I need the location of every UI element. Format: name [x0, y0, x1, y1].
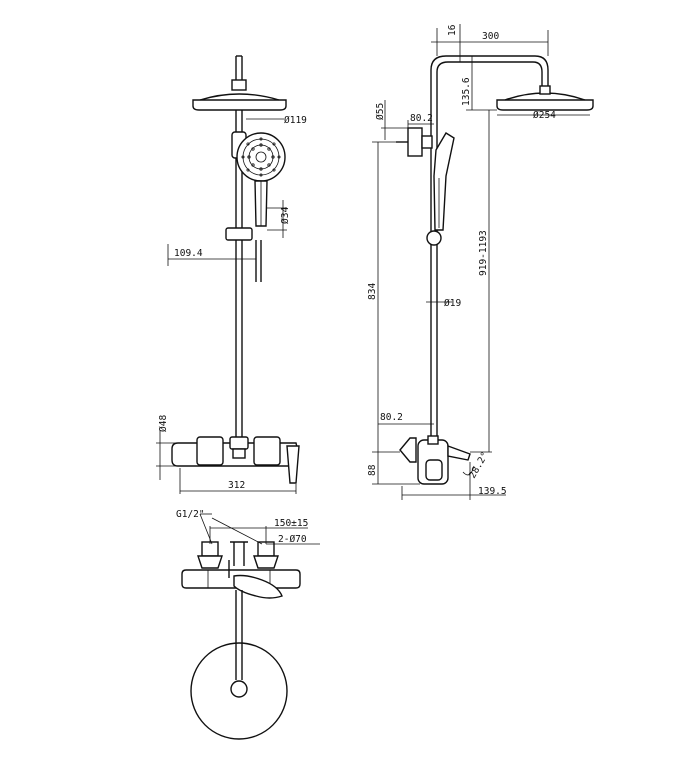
dim-side-w80-2-top: 80.2	[410, 113, 433, 124]
side-overhead-arm	[430, 55, 549, 440]
top-dimensions: G1/2" 150±15 2-Ø70	[176, 509, 320, 545]
top-overhead-shower-center	[230, 680, 248, 698]
front-top-fitting	[231, 55, 247, 91]
side-hand-shower	[433, 132, 455, 231]
dim-side-16: 16	[447, 24, 458, 36]
side-dimensions: 16 300 135.6 Ø55 80.2 Ø254 834	[367, 24, 590, 500]
front-dimensions: Ø119 Ø34 109.4 Ø48 312	[156, 115, 307, 494]
dim-top-d70: 2-Ø70	[278, 534, 307, 545]
dim-front-w109-4: 109.4	[174, 248, 203, 259]
front-hand-shower-head	[236, 132, 286, 182]
top-wall-connections	[197, 541, 279, 569]
front-overhead-shower-head	[192, 93, 287, 111]
dim-front-d34: Ø34	[280, 207, 291, 224]
dim-top-thread: G1/2"	[176, 509, 205, 520]
dim-side-h919-1193: 919-1193	[478, 230, 489, 276]
front-hand-shower-handle	[254, 180, 268, 227]
front-slide-bracket	[225, 227, 253, 241]
top-overhead-shower-disk	[190, 642, 288, 740]
dim-top-w150: 150±15	[274, 518, 308, 529]
top-riser-pipe	[235, 590, 243, 680]
dim-side-d19: Ø19	[444, 298, 461, 309]
top-mixer-body	[181, 560, 301, 599]
dim-side-a28-2: 28.2°	[467, 450, 491, 480]
dim-front-d119: Ø119	[284, 115, 307, 126]
dim-side-h88: 88	[367, 464, 378, 476]
dim-side-d254: Ø254	[533, 110, 556, 121]
dim-side-w300: 300	[482, 31, 499, 42]
side-hand-shower-bracket	[396, 127, 433, 157]
side-view: 16 300 135.6 Ø55 80.2 Ø254 834	[367, 24, 594, 500]
dim-front-d48: Ø48	[158, 415, 169, 432]
dim-side-w139-5: 139.5	[478, 486, 507, 497]
dim-side-d55: Ø55	[375, 103, 386, 120]
side-overhead-shower-head	[496, 85, 594, 111]
front-hose	[255, 240, 262, 282]
front-view: Ø119 Ø34 109.4 Ø48 312	[156, 55, 307, 494]
front-mixer-body	[171, 436, 300, 484]
side-mixer-body	[399, 435, 471, 485]
dim-side-h834: 834	[367, 283, 378, 300]
dim-side-w80-2-bottom: 80.2	[380, 412, 403, 423]
dim-front-w312: 312	[228, 480, 245, 491]
dim-side-h135-6: 135.6	[461, 77, 472, 106]
top-view: G1/2" 150±15 2-Ø70	[176, 509, 320, 740]
side-slide-knob	[426, 230, 442, 246]
